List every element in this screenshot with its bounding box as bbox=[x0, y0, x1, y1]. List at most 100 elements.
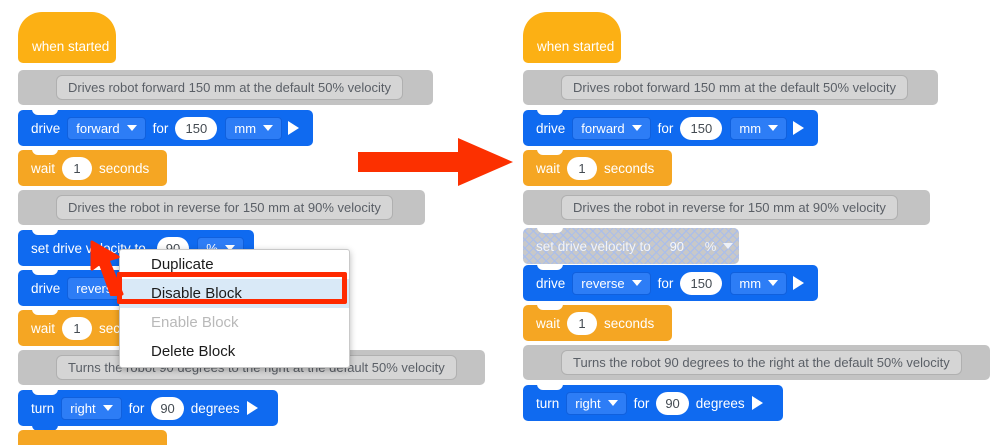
play-icon[interactable] bbox=[793, 276, 805, 290]
unit-dropdown[interactable]: mm bbox=[225, 116, 283, 140]
chevron-down-icon bbox=[631, 125, 642, 131]
block-verb: drive bbox=[536, 275, 566, 291]
direction-dropdown[interactable]: forward bbox=[572, 116, 651, 140]
unit-label: seconds bbox=[604, 315, 655, 331]
context-menu[interactable]: Duplicate Disable Block Enable Block Del… bbox=[119, 249, 350, 368]
right-arrow-icon bbox=[358, 138, 513, 186]
chevron-down-icon bbox=[631, 280, 642, 286]
menu-item-label: Enable Block bbox=[151, 314, 239, 331]
block-set-drive-velocity-disabled[interactable]: set drive velocity to 90 % bbox=[523, 227, 739, 264]
seconds-input[interactable]: 1 bbox=[567, 311, 598, 335]
menu-item-duplicate[interactable]: Duplicate bbox=[120, 250, 349, 279]
block-verb: wait bbox=[31, 160, 56, 176]
play-icon[interactable] bbox=[793, 121, 805, 135]
hat-cap bbox=[523, 12, 621, 36]
direction-value: right bbox=[575, 395, 601, 411]
block-verb: wait bbox=[536, 160, 561, 176]
comment-text: Drives robot forward 150 mm at the defau… bbox=[561, 75, 908, 100]
block-turn-right[interactable]: turn right for 90 degrees bbox=[18, 389, 278, 431]
block-verb: drive bbox=[536, 120, 566, 136]
hat-cap bbox=[18, 12, 116, 36]
play-icon[interactable] bbox=[246, 401, 258, 415]
comment-block[interactable]: Drives the robot in reverse for 150 mm a… bbox=[523, 190, 930, 225]
menu-item-delete-block[interactable]: Delete Block bbox=[120, 337, 349, 366]
chevron-down-icon bbox=[102, 405, 113, 411]
block-label: when started bbox=[537, 39, 615, 54]
direction-dropdown[interactable]: forward bbox=[67, 116, 146, 140]
pointer-arrow-icon bbox=[90, 240, 124, 296]
direction-dropdown[interactable]: reverse bbox=[572, 271, 651, 295]
for-label: for bbox=[152, 120, 169, 136]
play-icon[interactable] bbox=[751, 396, 763, 410]
distance-input[interactable]: 150 bbox=[175, 116, 218, 140]
chevron-down-icon bbox=[126, 125, 137, 131]
block-wait[interactable]: wait 1 seconds bbox=[18, 149, 167, 186]
block-when-started[interactable]: when started bbox=[18, 12, 116, 63]
direction-dropdown[interactable]: right bbox=[61, 396, 122, 420]
distance-input[interactable]: 150 bbox=[680, 271, 723, 295]
distance-input[interactable]: 150 bbox=[680, 116, 723, 140]
unit-label: seconds bbox=[604, 160, 655, 176]
direction-value: right bbox=[70, 400, 96, 416]
chevron-down-icon bbox=[607, 400, 618, 406]
before-disabling-block-panel: when started Drives robot forward 150 mm… bbox=[0, 0, 485, 445]
after-disabling-block-panel: when started Drives robot forward 150 mm… bbox=[505, 0, 990, 445]
unit-value: mm bbox=[739, 275, 762, 291]
comment-block[interactable]: Turns the robot 90 degrees to the right … bbox=[523, 345, 990, 380]
direction-value: forward bbox=[581, 120, 625, 136]
comment-block[interactable]: Drives the robot in reverse for 150 mm a… bbox=[18, 190, 425, 225]
menu-item-disable-block[interactable]: Disable Block bbox=[120, 279, 349, 308]
velocity-input[interactable]: 90 bbox=[669, 238, 685, 254]
menu-item-label: Disable Block bbox=[151, 285, 242, 302]
seconds-input[interactable]: 1 bbox=[567, 156, 598, 180]
block-when-started[interactable]: when started bbox=[523, 12, 621, 63]
comment-text: Drives robot forward 150 mm at the defau… bbox=[56, 75, 403, 100]
angle-input[interactable]: 90 bbox=[656, 391, 689, 415]
unit-label: seconds bbox=[99, 160, 150, 176]
comment-text: Drives the robot in reverse for 150 mm a… bbox=[56, 195, 393, 220]
unit-label: degrees bbox=[190, 400, 240, 416]
block-partial-clipped[interactable] bbox=[18, 430, 167, 445]
chevron-down-icon bbox=[768, 125, 779, 131]
block-label: set drive velocity to bbox=[536, 238, 651, 254]
unit-dropdown[interactable]: mm bbox=[730, 116, 788, 140]
unit-value: mm bbox=[739, 120, 762, 136]
for-label: for bbox=[128, 400, 145, 416]
block-turn-right[interactable]: turn right for 90 degrees bbox=[523, 384, 783, 421]
angle-input[interactable]: 90 bbox=[151, 396, 184, 420]
unit-value: mm bbox=[234, 120, 257, 136]
unit-value: % bbox=[206, 240, 218, 256]
block-wait[interactable]: wait 1 seconds bbox=[523, 304, 672, 341]
menu-item-enable-block: Enable Block bbox=[120, 308, 349, 337]
block-drive-forward[interactable]: drive forward for 150 mm bbox=[523, 109, 818, 146]
direction-dropdown[interactable]: right bbox=[566, 391, 627, 415]
unit-dropdown[interactable]: % bbox=[696, 235, 743, 258]
comment-text: Drives the robot in reverse for 150 mm a… bbox=[561, 195, 898, 220]
for-label: for bbox=[657, 120, 674, 136]
menu-item-label: Duplicate bbox=[151, 256, 214, 273]
block-verb: wait bbox=[536, 315, 561, 331]
block-verb: drive bbox=[31, 120, 61, 136]
unit-dropdown[interactable]: mm bbox=[730, 271, 788, 295]
comment-text: Turns the robot 90 degrees to the right … bbox=[561, 350, 962, 375]
block-verb: wait bbox=[31, 320, 56, 336]
chevron-down-icon bbox=[263, 125, 274, 131]
chevron-down-icon bbox=[768, 280, 779, 286]
seconds-input[interactable]: 1 bbox=[62, 156, 93, 180]
comment-block[interactable]: Drives robot forward 150 mm at the defau… bbox=[523, 70, 938, 105]
block-wait[interactable]: wait 1 seconds bbox=[523, 149, 672, 186]
play-icon[interactable] bbox=[288, 121, 300, 135]
for-label: for bbox=[657, 275, 674, 291]
block-verb: turn bbox=[536, 395, 560, 411]
block-verb: drive bbox=[31, 280, 61, 296]
block-drive-reverse[interactable]: drive reverse for 150 mm bbox=[523, 264, 818, 301]
chevron-down-icon bbox=[224, 245, 235, 251]
for-label: for bbox=[633, 395, 650, 411]
comment-block[interactable]: Drives robot forward 150 mm at the defau… bbox=[18, 70, 433, 105]
unit-value: % bbox=[704, 238, 717, 254]
chevron-down-icon bbox=[723, 243, 734, 249]
block-drive-forward[interactable]: drive forward for 150 mm bbox=[18, 109, 313, 146]
direction-value: reverse bbox=[581, 275, 625, 291]
seconds-input[interactable]: 1 bbox=[62, 316, 93, 340]
